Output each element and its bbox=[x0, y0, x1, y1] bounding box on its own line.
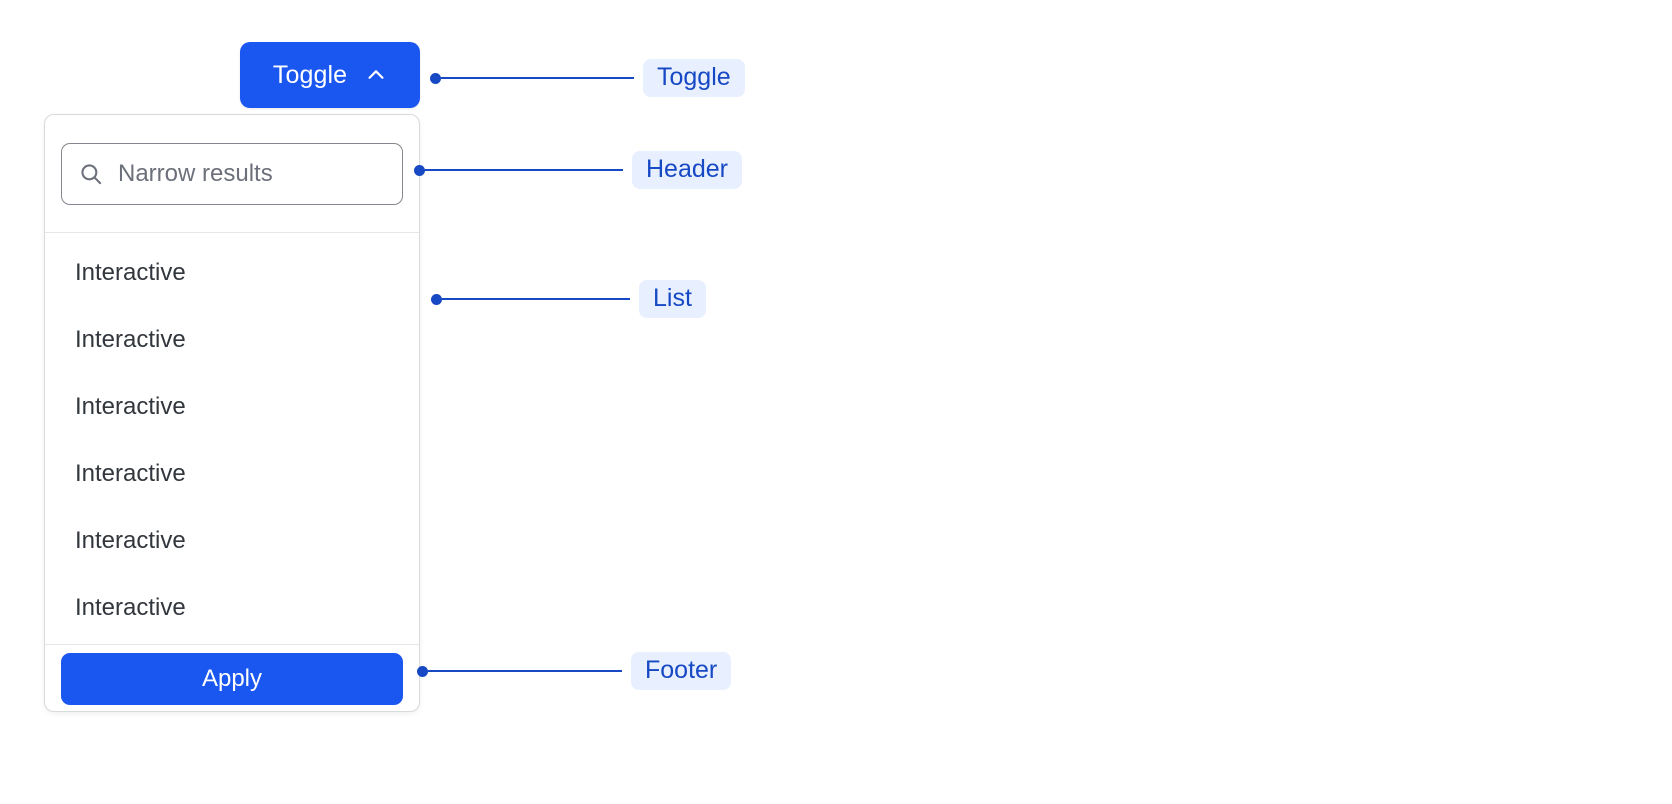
list-item-label: Interactive bbox=[75, 526, 186, 554]
toggle-button-label: Toggle bbox=[272, 60, 348, 89]
search-box[interactable] bbox=[61, 142, 403, 205]
list-item-label: Interactive bbox=[75, 258, 186, 286]
dropdown-list: Interactive Interactive Interactive Inte… bbox=[45, 233, 419, 644]
annotation-label: List bbox=[639, 279, 706, 319]
list-item[interactable]: Interactive bbox=[45, 306, 419, 373]
apply-button[interactable]: Apply bbox=[61, 652, 403, 705]
annotation-dot-icon bbox=[417, 665, 428, 677]
list-item[interactable]: Interactive bbox=[45, 239, 419, 306]
annotation-connector-line bbox=[428, 670, 622, 672]
annotation-dot-icon bbox=[414, 164, 425, 176]
list-item-label: Interactive bbox=[75, 593, 186, 621]
toggle-button[interactable]: Toggle bbox=[240, 42, 420, 108]
annotation-label: Header bbox=[632, 150, 742, 190]
list-item[interactable]: Interactive bbox=[45, 373, 419, 440]
annotation-toggle: Toggle bbox=[430, 58, 745, 98]
annotation-label: Footer bbox=[631, 651, 732, 691]
annotation-connector-line bbox=[442, 298, 630, 300]
list-item-label: Interactive bbox=[75, 325, 186, 353]
annotation-dot-icon bbox=[430, 72, 441, 84]
search-input[interactable] bbox=[118, 159, 386, 188]
list-item[interactable]: Interactive bbox=[45, 440, 419, 507]
annotation-connector-line bbox=[441, 77, 634, 79]
annotation-header: Header bbox=[414, 150, 742, 190]
dropdown-header bbox=[45, 115, 419, 233]
annotation-list: List bbox=[431, 279, 706, 319]
list-item[interactable]: Interactive bbox=[45, 574, 419, 641]
dropdown-footer: Apply bbox=[45, 644, 419, 711]
annotation-footer: Footer bbox=[417, 651, 732, 691]
annotation-connector-line bbox=[425, 169, 623, 171]
list-item-label: Interactive bbox=[75, 392, 186, 420]
list-item[interactable]: Interactive bbox=[45, 507, 419, 574]
chevron-up-icon bbox=[365, 64, 387, 86]
search-icon bbox=[78, 161, 104, 187]
dropdown-panel: Interactive Interactive Interactive Inte… bbox=[44, 114, 420, 712]
annotation-label: Toggle bbox=[643, 58, 745, 98]
annotation-dot-icon bbox=[431, 293, 442, 305]
list-item-label: Interactive bbox=[75, 459, 186, 487]
